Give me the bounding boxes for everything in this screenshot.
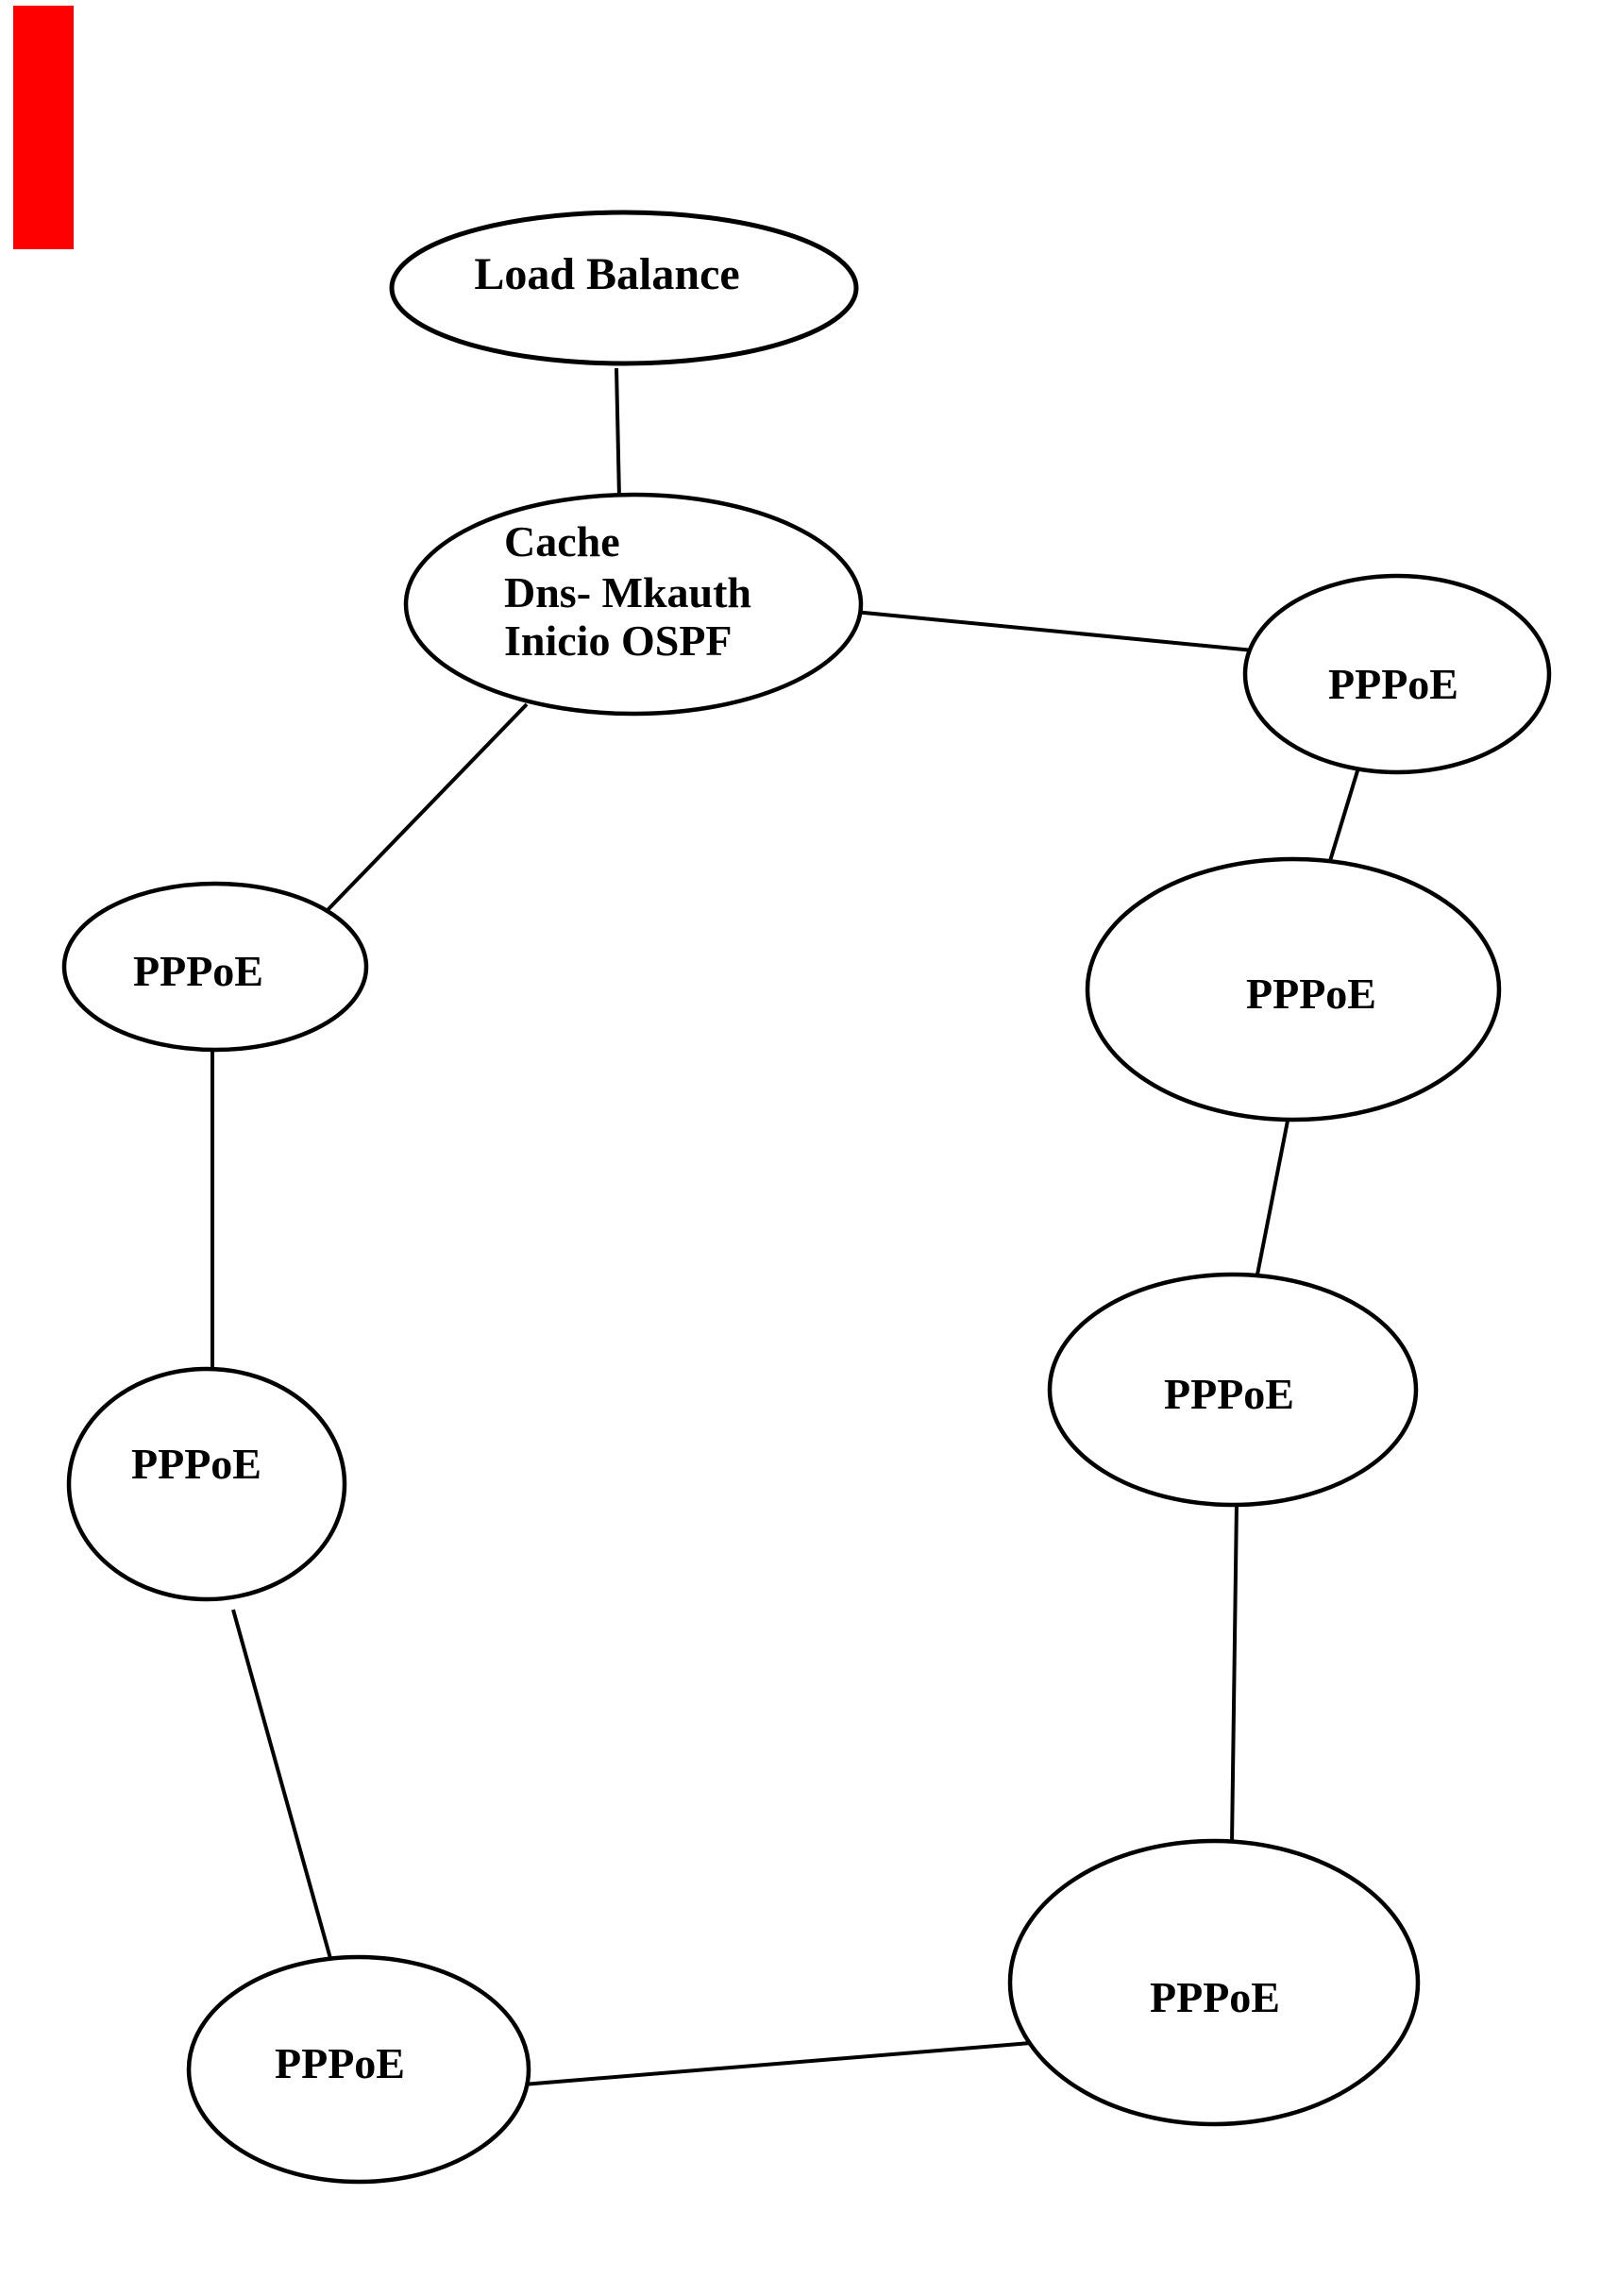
- edge-pppoe-right-3-4: [1230, 1502, 1239, 1845]
- core-router-label-line-2: Dns- Mkauth: [504, 568, 751, 616]
- load-balance-ellipse: [389, 210, 859, 366]
- node-pppoe-left-1: PPPoE: [61, 881, 369, 1053]
- pppoe-right-3-ellipse: [1047, 1272, 1419, 1508]
- pppoe-right-2-ellipse: [1085, 856, 1502, 1123]
- pppoe-left-2-label: PPPoE: [131, 1440, 261, 1488]
- pppoe-bottom-left-ellipse: [186, 1954, 531, 2185]
- pppoe-left-2-ellipse: [66, 1366, 347, 1602]
- pppoe-right-3-label: PPPoE: [1164, 1370, 1294, 1418]
- edge-pppoe-right-1-2: [1324, 764, 1361, 874]
- edge-group: [211, 367, 1361, 2086]
- pppoe-right-2-label: PPPoE: [1246, 970, 1376, 1018]
- node-pppoe-bottom-left: PPPoE: [186, 1954, 531, 2185]
- pppoe-bottom-left-label: PPPoE: [275, 2039, 405, 2087]
- red-marker-artifact: [13, 6, 74, 249]
- pppoe-right-4-ellipse: [1007, 1838, 1421, 2127]
- pppoe-right-1-ellipse: [1242, 573, 1552, 775]
- pppoe-left-1-label: PPPoE: [133, 947, 263, 995]
- pppoe-right-1-label: PPPoE: [1328, 660, 1458, 708]
- pppoe-left-1-ellipse: [61, 881, 369, 1053]
- node-pppoe-right-1: PPPoE: [1242, 573, 1552, 775]
- core-router-ellipse: [403, 492, 864, 717]
- node-pppoe-right-2: PPPoE: [1085, 856, 1502, 1123]
- edge-load-balance-core: [615, 367, 621, 499]
- edge-pppoe-right-4-bottom-left: [522, 2041, 1032, 2086]
- core-router-label-line-1: Cache: [504, 517, 620, 566]
- edge-core-pppoe-right-1: [853, 610, 1255, 652]
- edge-pppoe-right-2-3: [1256, 1106, 1292, 1275]
- edge-bottom-left-left-2: [231, 1609, 333, 1963]
- core-router-label-line-3: Inicio OSPF: [504, 616, 733, 665]
- node-pppoe-left-2: PPPoE: [66, 1366, 347, 1602]
- node-core-router: Cache Dns- Mkauth Inicio OSPF: [403, 492, 864, 717]
- node-pppoe-right-4: PPPoE: [1007, 1838, 1421, 2127]
- edge-left-1-core: [324, 702, 529, 914]
- node-load-balance: Load Balance: [389, 210, 859, 366]
- load-balance-label: Load Balance: [474, 249, 739, 299]
- node-pppoe-right-3: PPPoE: [1047, 1272, 1419, 1508]
- pppoe-right-4-label: PPPoE: [1150, 1973, 1280, 2021]
